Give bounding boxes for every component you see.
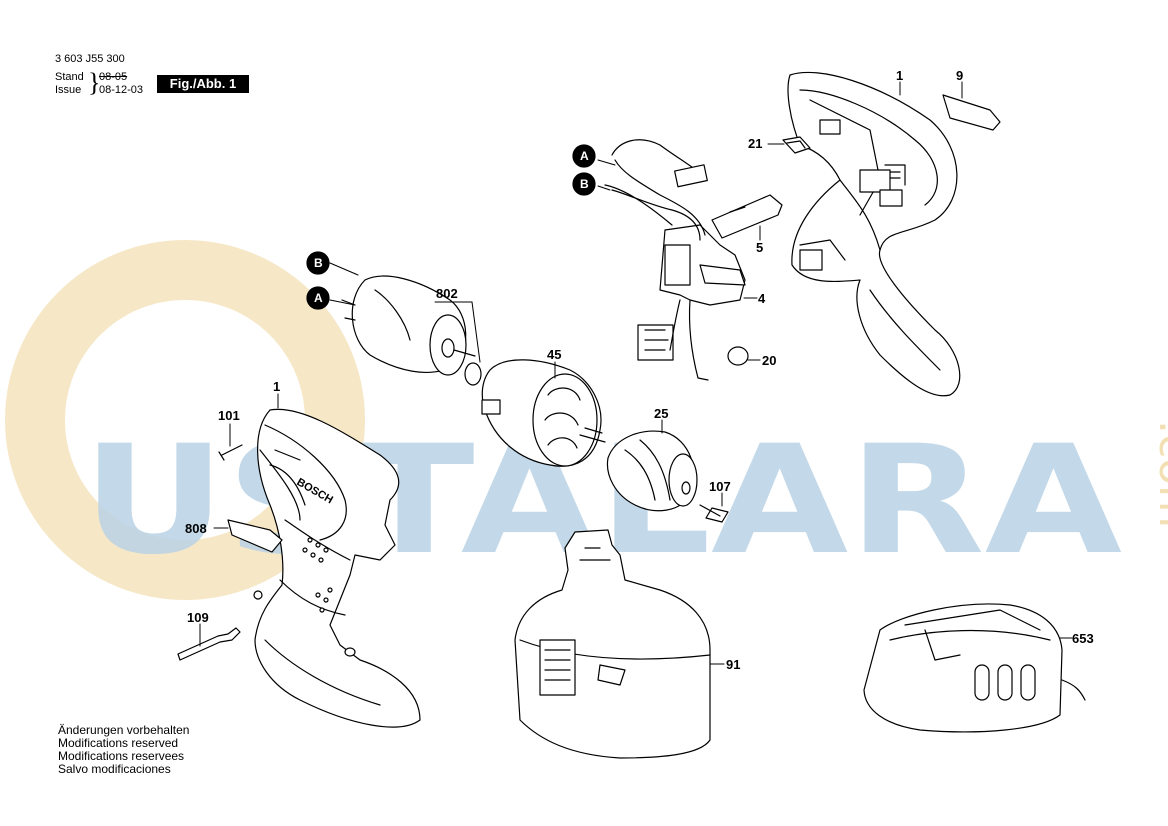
old-date: 08-05 xyxy=(99,71,128,83)
part-label-1-housing: 1 xyxy=(273,379,280,394)
connector-b-left xyxy=(306,251,330,275)
connector-b-top-label: B xyxy=(580,177,589,191)
part-label-101: 101 xyxy=(218,408,240,423)
part-label-4: 4 xyxy=(758,291,766,306)
modifications-notice: Änderungen vorbehalten Modifications res… xyxy=(58,724,189,776)
part-label-107: 107 xyxy=(709,479,731,494)
part-label-20: 20 xyxy=(762,353,776,368)
connector-a-left-label: A xyxy=(314,291,323,305)
gearbox-45 xyxy=(481,359,606,467)
screw-107 xyxy=(699,504,729,523)
document-number: 3 603 J55 300 xyxy=(55,53,125,65)
part-label-1-top: 1 xyxy=(896,68,903,83)
part-label-109: 109 xyxy=(187,610,209,625)
chuck-25 xyxy=(606,430,698,512)
part-label-21: 21 xyxy=(748,136,762,151)
issue-label: Issue xyxy=(55,84,82,96)
part-label-808: 808 xyxy=(185,521,207,536)
connector-a-top-label: A xyxy=(580,149,589,163)
leader-lines xyxy=(199,81,1073,665)
cover-plate-5 xyxy=(711,194,783,239)
part-label-653: 653 xyxy=(1072,631,1094,646)
part-21-pad xyxy=(782,136,811,154)
brace-glyph: } xyxy=(88,68,101,97)
stand-label: Stand xyxy=(55,71,84,83)
connector-a-left xyxy=(306,286,330,310)
housing-half-left xyxy=(253,408,421,728)
figure-label: Fig./Abb. 1 xyxy=(157,75,249,93)
connector-b-left-label: B xyxy=(314,256,323,270)
connector-markers xyxy=(306,144,596,310)
connector-b-top xyxy=(572,172,596,196)
knob-20 xyxy=(727,346,749,366)
footer-line-en: Modifications reserved xyxy=(58,736,179,750)
screwdriver-bit-109 xyxy=(177,627,241,661)
battery-pack-91 xyxy=(514,529,711,759)
label-plate-808 xyxy=(227,519,283,553)
footer-line-es: Salvo modificaciones xyxy=(58,762,171,776)
charger-653 xyxy=(863,603,1086,733)
screw-101 xyxy=(218,444,243,461)
part-label-5: 5 xyxy=(756,240,763,255)
footer-line-de: Änderungen vorbehalten xyxy=(58,723,190,737)
connector-a-top xyxy=(572,144,596,168)
part-label-802: 802 xyxy=(436,286,458,301)
motor-802 xyxy=(341,275,482,386)
watermark-ring xyxy=(5,240,365,600)
watermark-suffix: .com xyxy=(1149,420,1168,528)
issue-date: 08-12-03 xyxy=(99,84,144,96)
label-plate-9 xyxy=(942,94,1001,131)
part-label-25: 25 xyxy=(654,406,668,421)
footer-line-fr: Modifications reservees xyxy=(58,749,185,763)
switch-assembly-4 xyxy=(604,139,746,381)
part-label-45: 45 xyxy=(547,347,561,362)
housing-half-right xyxy=(787,71,961,397)
part-label-9: 9 xyxy=(956,68,963,83)
part-label-91: 91 xyxy=(726,657,740,672)
